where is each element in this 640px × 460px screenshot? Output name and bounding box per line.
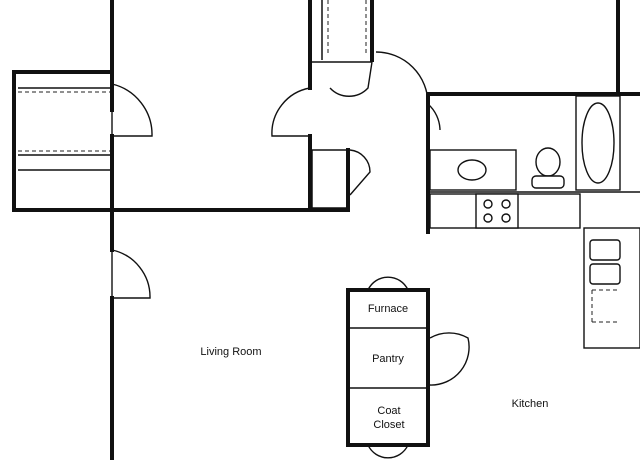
kitchen-sink-2 [589,263,621,285]
left-closet-door [111,83,153,137]
burner-4 [501,213,511,223]
walls [12,0,640,460]
bathtub-basin [581,102,615,184]
burner-3 [483,213,493,223]
hall-linen-closet [310,0,373,209]
toilet-bowl [535,147,561,177]
doors [111,51,470,459]
burner-2 [501,199,511,209]
kitchen-sink-1 [589,239,621,261]
left-closet-wall [12,70,114,212]
burner-1 [483,199,493,209]
linen-door [329,61,373,97]
hall-closet-box [311,149,349,209]
hall-closet-door [349,149,371,196]
stove [475,193,519,229]
label-kitchen: Kitchen [512,398,549,410]
label-coat-closet-2: Closet [373,419,404,431]
bath-door [375,51,441,131]
left-closet [18,87,110,171]
utility-outline [346,288,430,447]
kitchen [429,193,640,349]
label-furnace: Furnace [368,303,408,315]
bathroom [428,95,640,193]
coat-closet-door [367,444,409,459]
room-labels: Living Room Furnace Pantry Coat Closet K… [200,303,548,431]
label-living-room: Living Room [200,346,261,358]
bedroom-door [271,87,311,137]
label-pantry: Pantry [372,353,404,365]
living-room-west-door [111,249,151,299]
furnace-door [367,276,409,291]
sink-basin [457,159,487,181]
toilet-tank [531,175,565,189]
utility-stack [346,288,430,447]
label-coat-closet-1: Coat [377,405,400,417]
pantry-door [429,332,470,386]
